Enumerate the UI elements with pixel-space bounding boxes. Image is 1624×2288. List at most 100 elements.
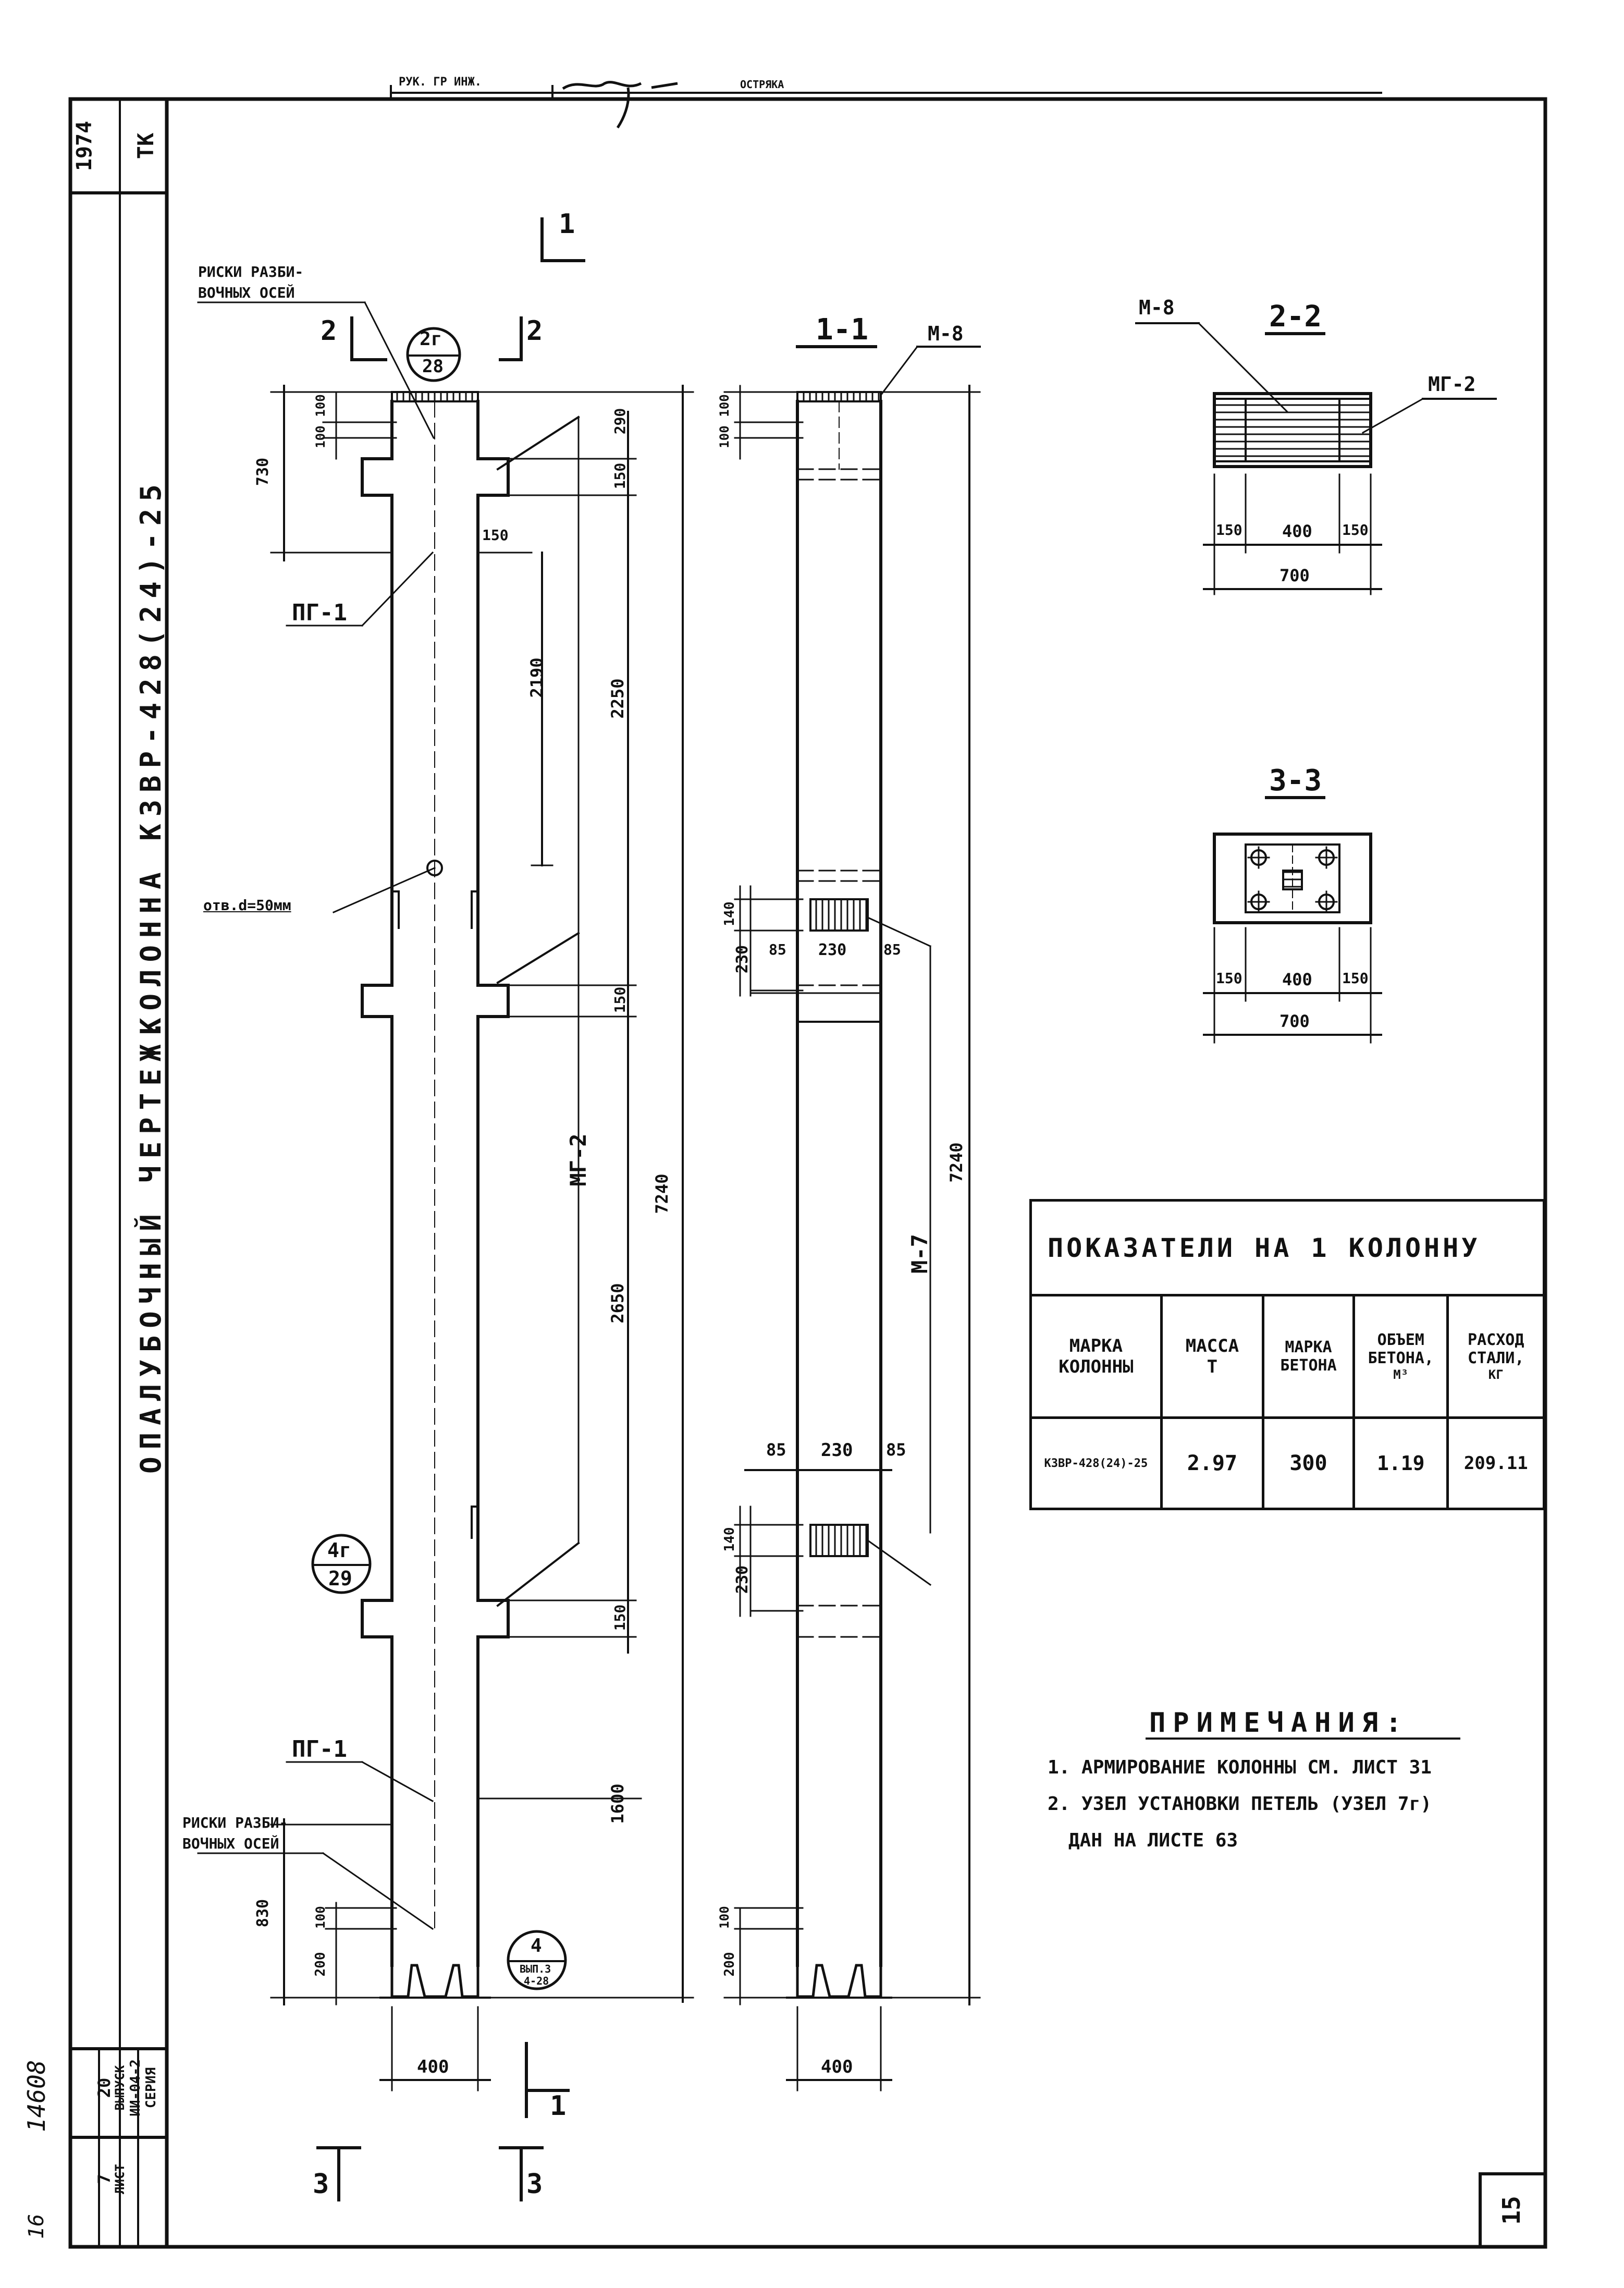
indicators-data-row: К3ВР-428(24)-25 2.97 300 1.19 209.11 <box>1029 1416 1545 1510</box>
col-header-steel: РАСХОД СТАЛИ, КГ <box>1446 1294 1545 1419</box>
dim-33-150a: 150 <box>1216 970 1242 987</box>
dim-150-d: 150 <box>611 1604 629 1631</box>
col-header-concrete-l1: МАРКА <box>1285 1338 1332 1356</box>
col-header-steel-l3: КГ <box>1488 1367 1504 1382</box>
pg1-bottom-label: ПГ-1 <box>292 1736 347 1763</box>
dim-22-400: 400 <box>1282 521 1312 541</box>
hole-label: отв.d=50мм <box>203 897 291 914</box>
dim-11-230c: 230 <box>821 1440 853 1461</box>
section-mark-2-right: 2 <box>526 315 543 347</box>
mg2-elevation-label: МГ-2 <box>565 1133 591 1186</box>
indicators-header-row: МАРКА КОЛОННЫ МАССА Т МАРКА БЕТОНА ОБЪЕМ… <box>1029 1294 1545 1419</box>
note-2: 2. УЗЕЛ УСТАНОВКИ ПЕТЕЛЬ (УЗЕЛ 7г) <box>1048 1793 1432 1815</box>
col-header-steel-l1: РАСХОД <box>1468 1331 1524 1349</box>
cell-mass: 2.97 <box>1160 1416 1265 1510</box>
risk-label-top-2: ВОЧНЫХ ОСЕЙ <box>198 284 295 301</box>
dim-7240-elev: 7240 <box>652 1173 672 1214</box>
stamp-code: ТК <box>133 132 158 160</box>
stamp-year: 1974 <box>72 120 96 172</box>
dim-7240-sect: 7240 <box>946 1142 966 1183</box>
callout-top-den: 28 <box>422 356 444 377</box>
dim-22-150b: 150 <box>1342 521 1369 539</box>
dim-33-150b: 150 <box>1342 970 1369 987</box>
dim-33-700: 700 <box>1279 1011 1310 1031</box>
section-3-3-title: 3-3 <box>1269 764 1322 798</box>
col-header-volume-l1: ОБЪЕМ <box>1377 1331 1424 1349</box>
notes-title: ПРИМЕЧАНИЯ: <box>1149 1707 1409 1739</box>
dim-11-140a: 140 <box>722 901 737 926</box>
dim-830: 830 <box>254 1899 272 1928</box>
section-2-2-title: 2-2 <box>1269 300 1322 334</box>
dim-2250: 2250 <box>608 678 628 719</box>
dim-11-100b: 100 <box>717 425 732 448</box>
issue-value: 20 <box>94 2077 114 2098</box>
risk-label-bot-2: ВОЧНЫХ ОСЕЙ <box>182 1835 279 1852</box>
col-header-mark: МАРКА КОЛОННЫ <box>1029 1294 1163 1419</box>
dim-22-700: 700 <box>1279 566 1310 585</box>
risk-label-bot-1: РИСКИ РАЗБИ- <box>182 1814 288 1831</box>
dim-730: 730 <box>254 457 272 486</box>
cell-volume: 1.19 <box>1352 1416 1449 1510</box>
drawing-title-main: КОЛОННА К3ВР-428(24)-25 <box>134 477 167 1035</box>
drawing-title-sub: ОПАЛУБОЧНЫЙ ЧЕРТЕЖ. <box>134 1013 167 1474</box>
dim-2650: 2650 <box>608 1283 628 1324</box>
archive-number: 14608 <box>22 2060 51 2132</box>
callout-mid-num: 4г <box>327 1539 351 1562</box>
dim-150-a: 150 <box>611 462 629 490</box>
archive-sub: 16 <box>24 2213 48 2239</box>
page-number: 15 <box>1497 2196 1525 2225</box>
section-1-1-m7: М-7 <box>907 1234 932 1274</box>
dim-11-85c: 85 <box>766 1440 786 1460</box>
col-header-mass: МАССА Т <box>1160 1294 1265 1419</box>
dim-11-85d: 85 <box>886 1440 906 1460</box>
cell-mark: К3ВР-428(24)-25 <box>1029 1416 1163 1510</box>
dim-150-c: 150 <box>611 986 629 1013</box>
cell-steel: 209.11 <box>1446 1416 1545 1510</box>
stamp-top-label: РУК. ГР ИНЖ. <box>399 76 482 89</box>
pg1-top-label: ПГ-1 <box>292 599 347 626</box>
col-header-concrete: МАРКА БЕТОНА <box>1262 1294 1355 1419</box>
section-mark-3-right: 3 <box>526 2169 543 2200</box>
col-header-mark-l2: КОЛОННЫ <box>1059 1356 1134 1377</box>
col-header-volume-l3: М³ <box>1393 1367 1409 1382</box>
callout-top-num: 2г <box>420 328 442 350</box>
section-mark-1-bottom: 1 <box>550 2090 567 2122</box>
indicators-header: ПОКАЗАТЕЛИ НА 1 КОЛОННУ <box>1029 1199 1545 1296</box>
dim-400-elev: 400 <box>417 2057 449 2077</box>
dim-22-150a: 150 <box>1216 521 1242 539</box>
section-mark-1-top: 1 <box>559 209 575 240</box>
col-header-mass-l2: Т <box>1207 1356 1218 1377</box>
dim-11-85a: 85 <box>769 941 786 958</box>
note-1: 1. АРМИРОВАНИЕ КОЛОННЫ СМ. ЛИСТ 31 <box>1048 1757 1432 1778</box>
dim-11-230b: 230 <box>818 941 847 959</box>
risk-label-top-1: РИСКИ РАЗБИ- <box>198 263 304 280</box>
col-header-concrete-l2: БЕТОНА <box>1280 1356 1337 1375</box>
col-header-mark-l1: МАРКА <box>1069 1336 1123 1356</box>
callout-mid-den: 29 <box>328 1567 352 1590</box>
dim-150-b: 150 <box>482 527 509 544</box>
dim-33-400: 400 <box>1282 970 1312 989</box>
callout-bot-num: 4 <box>531 1935 542 1956</box>
section-mark-2-left: 2 <box>321 315 337 347</box>
section-1-1-m8: М-8 <box>928 322 964 345</box>
dim-11-85b: 85 <box>883 941 901 958</box>
section-2-2-m8: М-8 <box>1139 296 1175 319</box>
callout-bot-den2: 4-28 <box>524 1975 549 1987</box>
col-header-mass-l1: МАССА <box>1185 1336 1239 1356</box>
cell-concrete: 300 <box>1262 1416 1355 1510</box>
dim-200: 200 <box>313 1952 328 1977</box>
sheet-value: 7 <box>94 2174 114 2184</box>
indicators-header-text: ПОКАЗАТЕЛИ НА 1 КОЛОННУ <box>1048 1232 1481 1263</box>
dim-11-230a: 230 <box>733 945 752 974</box>
dim-2190: 2190 <box>527 657 547 698</box>
dim-11-200: 200 <box>722 1952 737 1977</box>
col-header-volume-l2: БЕТОНА, <box>1368 1349 1434 1367</box>
section-mark-3-left: 3 <box>313 2169 329 2200</box>
stamp-top-right: ОСТРЯКА <box>740 78 784 91</box>
dim-1600: 1600 <box>608 1783 628 1824</box>
dim-100-b: 100 <box>313 425 328 448</box>
section-1-1-title: 1-1 <box>816 313 869 347</box>
dim-11-140b: 140 <box>722 1527 737 1552</box>
col-header-volume: ОБЪЕМ БЕТОНА, М³ <box>1352 1294 1449 1419</box>
